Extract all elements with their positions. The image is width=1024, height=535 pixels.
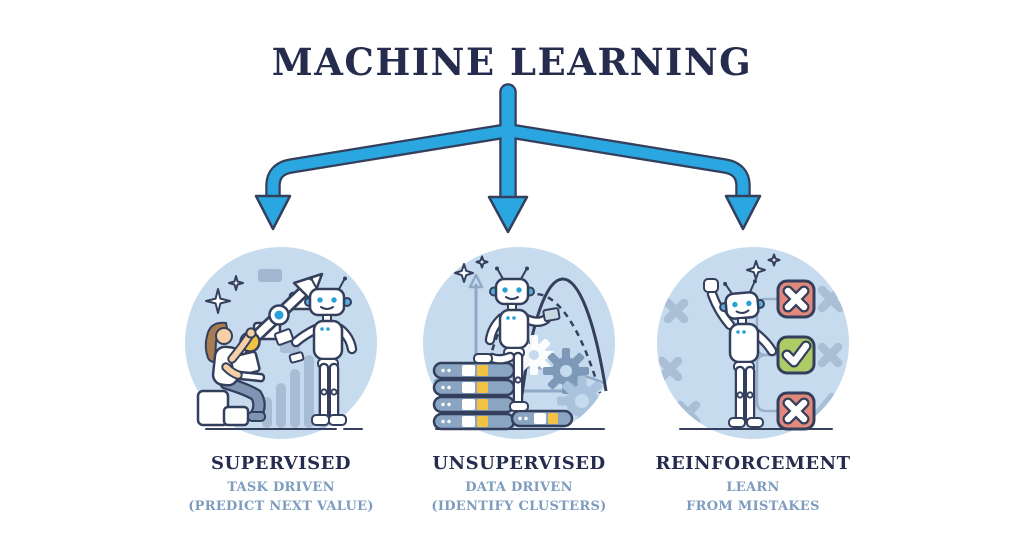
tagline-line1: DATA DRIVEN [465, 480, 573, 495]
branch-reinforcement: REINFORCEMENT LEARN FROM MISTAKES [638, 243, 868, 517]
wrong-checkbox-icon [776, 279, 816, 319]
tagline-line1: TASK DRIVEN [227, 480, 335, 495]
robot-icon [273, 276, 358, 426]
server-stack-icon [432, 361, 574, 431]
arrow-heads [254, 194, 762, 234]
branch-label: REINFORCEMENT [655, 453, 851, 474]
branch-tagline: DATA DRIVEN (IDENTIFY CLUSTERS) [404, 479, 634, 517]
branch-label: UNSUPERVISED [432, 453, 606, 474]
robot-icon [703, 278, 778, 428]
single-server-icon [510, 409, 574, 428]
supervised-illustration [185, 247, 377, 439]
answer-boxes [776, 279, 816, 431]
gears-icon [514, 335, 607, 426]
branch-unsupervised: UNSUPERVISED DATA DRIVEN (IDENTIFY CLUSTE… [404, 243, 634, 517]
tagline-line1: LEARN [726, 480, 780, 495]
tagline-line2: (PREDICT NEXT VALUE) [188, 498, 374, 514]
sparkles-icon [205, 275, 244, 314]
branch-label: SUPERVISED [211, 453, 351, 474]
correct-checkbox-icon [776, 335, 816, 375]
tagline-line2: FROM MISTAKES [686, 498, 820, 514]
branch-tagline: LEARN FROM MISTAKES [638, 479, 868, 517]
wrong-checkbox-icon [776, 391, 816, 431]
diagram-title: MACHINE LEARNING [271, 40, 753, 84]
sparkles-icon [454, 255, 489, 283]
arrow-fills [267, 85, 749, 205]
trainer-person-icon [196, 321, 266, 427]
branch-tagline: TASK DRIVEN (PREDICT NEXT VALUE) [166, 479, 396, 517]
sparkles-icon [746, 253, 781, 280]
reinforcement-illustration [657, 247, 849, 439]
robot-icon [473, 266, 561, 412]
tagline-line2: (IDENTIFY CLUSTERS) [431, 498, 607, 514]
branch-supervised: SUPERVISED TASK DRIVEN (PREDICT NEXT VALU… [166, 243, 396, 517]
unsupervised-illustration [423, 247, 615, 439]
